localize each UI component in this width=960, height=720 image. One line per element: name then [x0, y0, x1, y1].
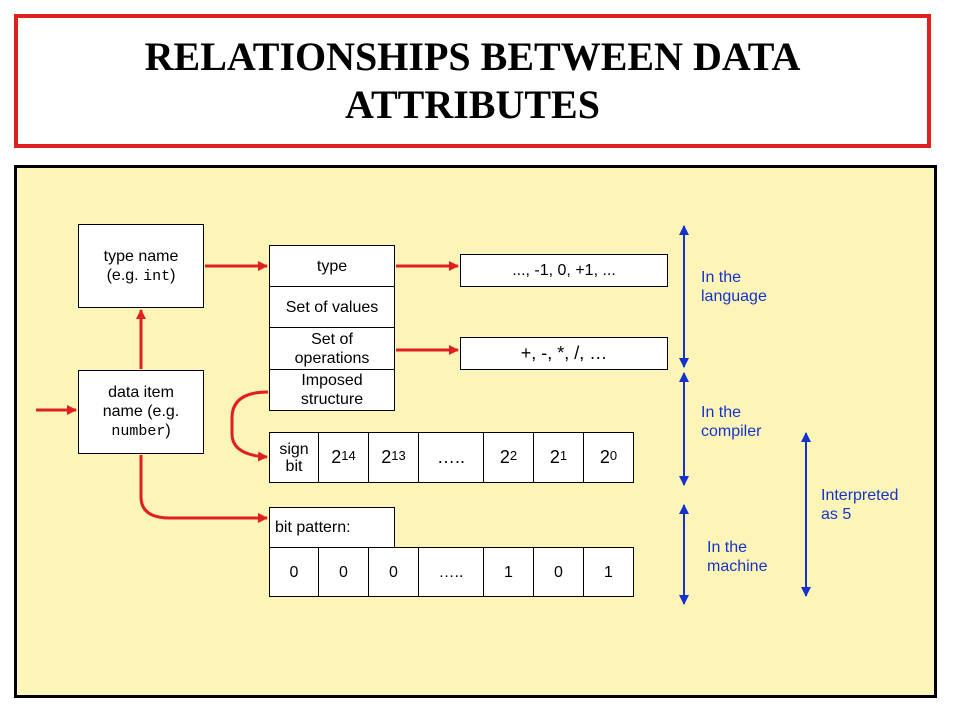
- data-item-line2: name (e.g.: [102, 403, 180, 420]
- set-of-values-label: Set of values: [285, 298, 379, 316]
- set-of-operations-line1: Set of: [311, 330, 353, 348]
- type-name-example: (e.g. int): [107, 266, 176, 286]
- data-item-box: data item name (e.g. number): [78, 370, 204, 454]
- bit-row: 0 0 0 ….. 1 0 1: [269, 547, 634, 597]
- bit-value: 0: [339, 563, 348, 581]
- values-example: ..., -1, 0, +1, ...: [512, 262, 616, 279]
- diagram-panel: [14, 165, 937, 698]
- bit-cell: 0: [368, 547, 419, 597]
- bit-value: 0: [554, 563, 563, 581]
- interpreted-label: Interpreted as 5: [821, 486, 898, 524]
- structure-cell: …..: [418, 432, 484, 483]
- level-compiler-line1: In the: [701, 404, 742, 421]
- operations-example: +, -, *, /, …: [520, 343, 608, 363]
- arrow-dataitem-to-bitpattern: [139, 455, 268, 523]
- level-language-line2: language: [701, 288, 767, 305]
- data-item-suffix: ): [165, 422, 171, 439]
- title-box: RELATIONSHIPS BETWEEN DATA ATTRIBUTES: [14, 14, 931, 148]
- level-language-line1: In the: [701, 269, 742, 286]
- cell-exponent: 2: [509, 448, 518, 463]
- data-item-label: data item: [108, 384, 174, 401]
- set-of-operations-box: Set of operations: [269, 327, 395, 370]
- cell-exponent: 1: [559, 448, 568, 463]
- bit-value: 1: [504, 563, 513, 581]
- level-machine-line1: In the: [707, 539, 748, 556]
- type-name-code: int: [143, 267, 171, 285]
- bit-value: 0: [389, 563, 398, 581]
- level-compiler-label: In the compiler: [701, 403, 761, 441]
- cell-base: 2: [331, 447, 342, 467]
- bit-cell: …..: [418, 547, 484, 597]
- data-item-example: number): [111, 421, 170, 441]
- page-title: RELATIONSHIPS BETWEEN DATA ATTRIBUTES: [144, 34, 801, 127]
- cell-ellipsis: …..: [436, 447, 465, 467]
- bit-cell: 0: [533, 547, 584, 597]
- sign-bit-line1: sign: [279, 440, 309, 458]
- arrow-structure-to-row: [230, 390, 269, 462]
- type-name-label: type name: [103, 247, 179, 265]
- cell-exponent: 13: [391, 448, 406, 463]
- set-of-values-box: Set of values: [269, 286, 395, 328]
- bit-value: 1: [604, 563, 613, 581]
- values-example-box: ..., -1, 0, +1, ...: [460, 254, 668, 287]
- bit-ellipsis: …..: [438, 563, 464, 581]
- imposed-structure-line2: structure: [300, 391, 364, 408]
- cell-base: 2: [599, 447, 610, 467]
- imposed-structure-line1: Imposed: [301, 372, 363, 389]
- sign-bit-line2: bit: [285, 457, 303, 475]
- type-label: type: [316, 257, 348, 275]
- set-of-operations-line2: operations: [294, 349, 370, 367]
- type-name-suffix: ): [170, 266, 176, 284]
- bit-value: 0: [289, 563, 299, 581]
- imposed-structure-box: Imposed structure: [269, 369, 395, 411]
- bit-pattern-label: bit pattern:: [275, 519, 351, 536]
- bit-cell: 0: [269, 547, 319, 597]
- interpreted-line2: as 5: [821, 506, 852, 523]
- cell-exponent: 0: [609, 448, 618, 463]
- bit-cell: 1: [483, 547, 534, 597]
- cell-exponent: 14: [341, 448, 356, 463]
- interpreted-line1: Interpreted: [821, 487, 899, 504]
- cell-base: 2: [499, 447, 510, 467]
- level-machine-label: In the machine: [707, 538, 767, 576]
- cell-base: 2: [549, 447, 560, 467]
- bit-cell: 0: [318, 547, 369, 597]
- operations-example-box: +, -, *, /, …: [460, 337, 668, 370]
- level-machine-line2: machine: [707, 558, 768, 575]
- level-language-label: In the language: [701, 268, 767, 306]
- type-name-box: type name (e.g. int): [78, 224, 204, 308]
- data-item-code: number: [111, 423, 166, 440]
- cell-base: 2: [381, 447, 392, 467]
- level-compiler-line2: compiler: [701, 423, 762, 440]
- bit-pattern-box: bit pattern:: [269, 507, 395, 548]
- bit-cell: 1: [583, 547, 634, 597]
- type-name-prefix: (e.g.: [106, 266, 144, 284]
